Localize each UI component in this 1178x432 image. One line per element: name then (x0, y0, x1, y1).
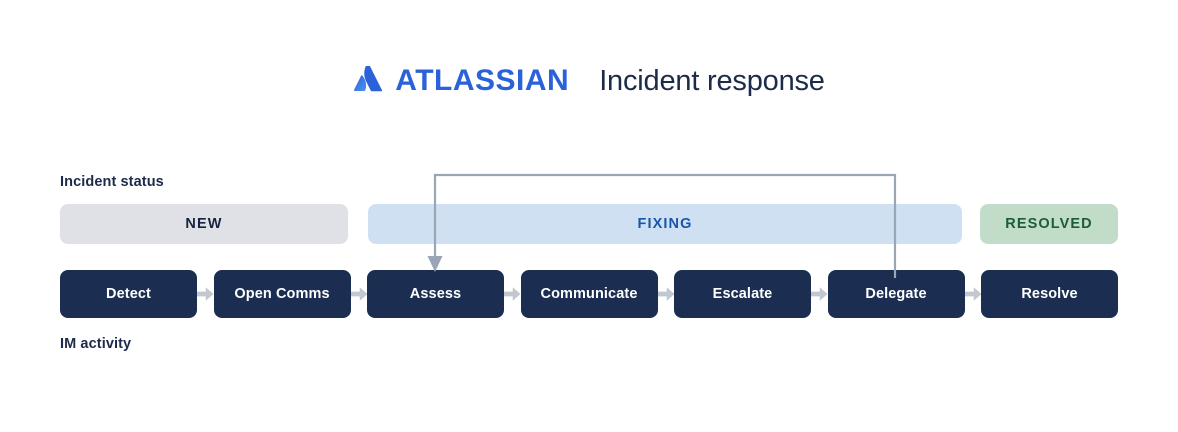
activity-label: Delegate (865, 286, 927, 302)
incident-status-row: NEW FIXING RESOLVED (60, 204, 1118, 244)
activity-box-detect[interactable]: Detect (60, 270, 197, 318)
status-pill-new[interactable]: NEW (60, 204, 348, 244)
activity-label: Assess (409, 286, 462, 302)
activity-label: Detect (106, 286, 151, 302)
activity-box-resolve[interactable]: Resolve (981, 270, 1118, 318)
status-pill-resolved[interactable]: RESOLVED (980, 204, 1118, 244)
status-pill-new-label: NEW (185, 216, 223, 232)
im-activity-label: IM activity (60, 336, 132, 352)
status-pill-fixing[interactable]: FIXING (368, 204, 962, 244)
activity-box-communicate[interactable]: Communicate (520, 270, 658, 318)
arrow-right-icon (964, 287, 981, 301)
page-header: ATLASSIAN Incident response (0, 66, 1178, 96)
incident-status-label: Incident status (60, 174, 164, 190)
status-pill-resolved-label: RESOLVED (1005, 216, 1093, 232)
arrow-right-icon (504, 287, 521, 301)
atlassian-brand: ATLASSIAN (353, 66, 569, 96)
activity-label: Resolve (1021, 286, 1078, 302)
activity-box-delegate[interactable]: Delegate (827, 270, 965, 318)
arrow-right-icon (197, 287, 214, 301)
brand-name: ATLASSIAN (395, 64, 570, 97)
status-pill-fixing-label: FIXING (637, 216, 693, 232)
arrow-right-icon (811, 287, 828, 301)
page-title: Incident response (599, 64, 825, 97)
activity-box-assess[interactable]: Assess (367, 270, 504, 318)
arrow-right-icon (657, 287, 674, 301)
activity-label: Open Comms (234, 286, 330, 302)
activity-label: Escalate (712, 286, 773, 302)
activity-box-open-comms[interactable]: Open Comms (213, 270, 351, 318)
activity-box-escalate[interactable]: Escalate (674, 270, 811, 318)
activity-label: Communicate (540, 286, 638, 302)
im-activity-row: Detect Open Comms Assess Communicate Esc… (60, 270, 1118, 318)
arrow-right-icon (350, 287, 367, 301)
atlassian-logo-icon (354, 66, 383, 92)
